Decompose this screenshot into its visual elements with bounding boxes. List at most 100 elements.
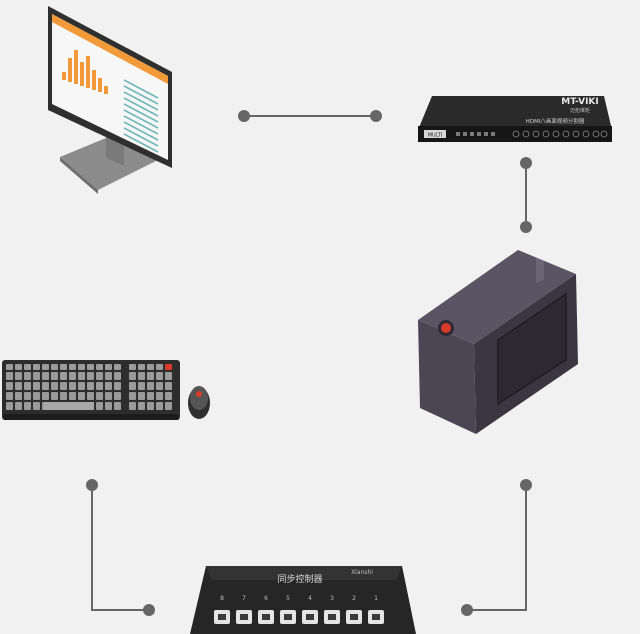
keyboard-key bbox=[6, 402, 13, 410]
splitter-buttons bbox=[512, 130, 608, 138]
connector-switch-pc bbox=[461, 479, 532, 616]
keyboard-key bbox=[69, 372, 76, 380]
keyboard-key bbox=[60, 382, 67, 390]
usb-port-number: 5 bbox=[286, 595, 290, 602]
keyboard-key bbox=[78, 364, 85, 370]
keyboard-key bbox=[6, 372, 13, 380]
keyboard-key bbox=[156, 382, 163, 390]
keyboard-spacebar bbox=[44, 402, 94, 410]
keyboard-key bbox=[87, 392, 94, 400]
keyboard-keys bbox=[6, 364, 172, 410]
keyboard-key bbox=[156, 392, 163, 400]
usb-port-socket bbox=[240, 614, 248, 620]
keyboard-key bbox=[60, 372, 67, 380]
keyboard-key bbox=[78, 392, 85, 400]
splitter-model-text: HDMI八画面视频分割器 bbox=[526, 117, 585, 125]
keyboard-key bbox=[138, 392, 145, 400]
keyboard-key bbox=[96, 364, 103, 370]
keyboard-key bbox=[33, 402, 40, 410]
keyboard-key bbox=[69, 382, 76, 390]
keyboard-key bbox=[129, 382, 136, 390]
keyboard-key bbox=[147, 372, 154, 380]
keyboard-key bbox=[51, 392, 58, 400]
keyboard-key bbox=[60, 364, 67, 370]
keyboard-key bbox=[114, 382, 121, 390]
usb-port-number: 3 bbox=[330, 595, 334, 602]
usb-port-socket bbox=[350, 614, 358, 620]
usb-port-number: 2 bbox=[352, 595, 356, 602]
power-led bbox=[441, 323, 451, 333]
keyboard-key bbox=[78, 372, 85, 380]
keyboard-key bbox=[129, 364, 136, 370]
keyboard-key bbox=[147, 392, 154, 400]
keyboard-key bbox=[105, 382, 112, 390]
keyboard-key bbox=[60, 392, 67, 400]
keyboard-key bbox=[87, 364, 94, 370]
monitor-chart-bars bbox=[62, 50, 108, 94]
keyboard-key bbox=[15, 392, 22, 400]
keyboard-key bbox=[6, 382, 13, 390]
keyboard-key bbox=[138, 382, 145, 390]
keyboard-key bbox=[42, 392, 49, 400]
keyboard-key bbox=[87, 372, 94, 380]
keyboard-key bbox=[24, 364, 31, 370]
usb-port-number: 4 bbox=[308, 595, 312, 602]
keyboard-key bbox=[138, 402, 145, 410]
keyboard-key bbox=[96, 382, 103, 390]
keyboard-key bbox=[138, 364, 145, 370]
keyboard-key bbox=[96, 402, 103, 410]
keyboard-key bbox=[105, 392, 112, 400]
keyboard-key bbox=[24, 402, 31, 410]
keyboard-key bbox=[96, 392, 103, 400]
monitor-list-lines bbox=[123, 79, 159, 153]
keyboard-key bbox=[51, 382, 58, 390]
keyboard-key bbox=[114, 372, 121, 380]
keyboard-key bbox=[42, 372, 49, 380]
keyboard-key bbox=[33, 364, 40, 370]
usb-port-number: 6 bbox=[264, 595, 268, 602]
keyboard-key bbox=[105, 364, 112, 370]
keyboard-key bbox=[15, 372, 22, 380]
keyboard-key bbox=[105, 402, 112, 410]
keyboard-key bbox=[114, 402, 121, 410]
keyboard-key bbox=[129, 392, 136, 400]
keyboard-key bbox=[165, 364, 172, 370]
keyboard-key bbox=[33, 372, 40, 380]
keyboard-key bbox=[42, 382, 49, 390]
keyboard-key bbox=[42, 364, 49, 370]
hdmi-splitter-icon: MT-VIKI 迈拓维矩 HDMI八画面视频分割器 MULTI bbox=[418, 96, 612, 142]
keyboard-key bbox=[147, 402, 154, 410]
usb-port-socket bbox=[284, 614, 292, 620]
keyboard-key bbox=[138, 372, 145, 380]
keyboard-key bbox=[24, 382, 31, 390]
usb-switch-title: 同步控制器 bbox=[277, 573, 322, 585]
connector-splitter-pc bbox=[520, 157, 532, 233]
usb-port-socket bbox=[218, 614, 226, 620]
keyboard-key bbox=[114, 392, 121, 400]
keyboard-key bbox=[165, 372, 172, 380]
usb-port-socket bbox=[262, 614, 270, 620]
usb-port-socket bbox=[306, 614, 314, 620]
usb-port-socket bbox=[372, 614, 380, 620]
usb-port-number: 8 bbox=[220, 595, 224, 602]
usb-switch-brand: Xlanshi bbox=[351, 569, 373, 576]
keyboard-key bbox=[129, 372, 136, 380]
splitter-tag-plate bbox=[424, 130, 446, 138]
keyboard-key bbox=[165, 392, 172, 400]
keyboard-key bbox=[6, 392, 13, 400]
keyboard-key bbox=[147, 382, 154, 390]
keyboard-key bbox=[69, 364, 76, 370]
monitor-icon bbox=[48, 6, 172, 194]
keyboard-key bbox=[51, 372, 58, 380]
keyboard-key bbox=[15, 364, 22, 370]
keyboard-key bbox=[129, 402, 136, 410]
connector-monitor-splitter bbox=[238, 110, 382, 122]
keyboard-key bbox=[15, 402, 22, 410]
keyboard-key bbox=[69, 392, 76, 400]
pc-case-icon bbox=[418, 250, 578, 434]
keyboard-key bbox=[6, 364, 13, 370]
keyboard-key bbox=[105, 372, 112, 380]
